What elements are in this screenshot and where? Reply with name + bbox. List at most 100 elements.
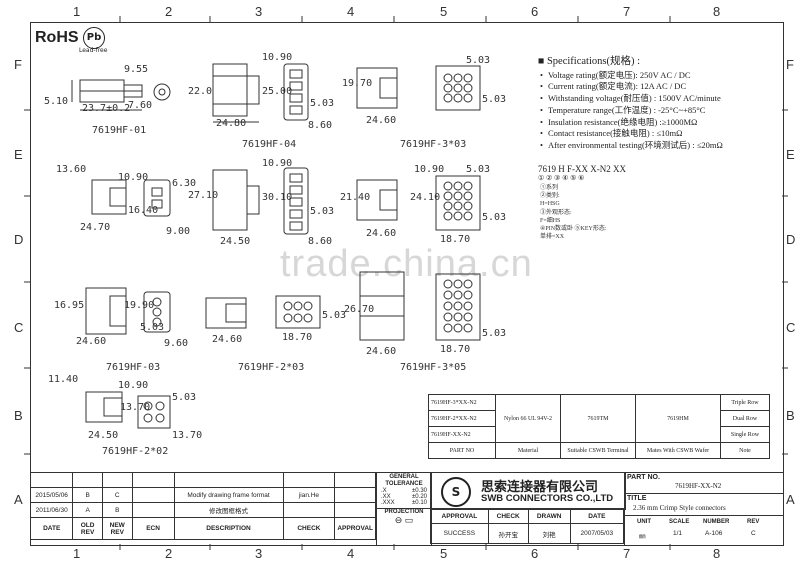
spec-item: After environmental testing(环境测试后) : ≤20… [540, 140, 778, 152]
tolerance-row: .XX±0.20 [377, 494, 431, 500]
rev-approval [334, 487, 376, 503]
table-row [29, 472, 376, 488]
pn-note: F=细HS [540, 217, 561, 224]
hf2x03-dim-2: 18.70 [282, 332, 313, 343]
title-value: 2.36 mm Crimp Style connectors [633, 504, 726, 512]
hf3x03-dim-3: 24.60 [366, 115, 397, 126]
hf3x05-name: 7619HF-3*05 [400, 362, 467, 373]
tolerance-title: GENERAL TOLERANCE [385, 474, 423, 487]
spec-item: Contact resistance(接触电阻) : ≤10mΩ [540, 128, 778, 140]
hf05-dim-6: 8.60 [308, 236, 333, 247]
tol-range: .X [381, 488, 387, 494]
hf02-dim-6: 9.00 [166, 226, 191, 237]
col-num-7-top: 7 [623, 4, 631, 19]
spec-item: Withstanding voltage(耐压值) : 1500V AC/min… [540, 93, 778, 105]
hf2x03-dim-1: 24.60 [212, 334, 243, 345]
pn-note: ③外观形态: [540, 209, 572, 216]
mat-header: Material [495, 442, 561, 459]
hf01-dim-2: 7.60 [128, 100, 153, 111]
check-value: 孙开宝 [487, 523, 529, 544]
rev-new: C [101, 487, 133, 503]
watermark: trade.china.cn [280, 243, 533, 285]
col-num-6-bottom: 6 [531, 546, 539, 561]
hf02-dim-1: 13.60 [56, 164, 87, 175]
hf01-dim-3: 23.7±0.2 [82, 103, 131, 114]
hf04-dim-1: 10.90 [262, 52, 293, 63]
approval-header: APPROVAL [430, 508, 489, 524]
col-num-3-bottom: 3 [255, 546, 263, 561]
check-header: CHECK [487, 508, 529, 524]
tolerance-block: GENERAL TOLERANCE .X±0.30 .XX±0.20 .XXX±… [376, 472, 432, 546]
pn-note: 单排=XX [540, 234, 565, 241]
rohs-badge: RoHS Pb Lead-free [33, 27, 111, 54]
spec-item: Insulation resistance(绝缘电阻) :≥1000MΩ [540, 117, 778, 129]
tol-range: .XX [381, 494, 391, 500]
hf2x02-name: 7619HF-2*02 [102, 446, 169, 457]
col-num-5-bottom: 5 [440, 546, 448, 561]
mat-terminal: 7619TM [560, 394, 636, 443]
rev-cell [334, 472, 376, 488]
rev-check: jian.He [282, 487, 336, 503]
hf3x03-dim-4: 5.03 [482, 94, 507, 105]
divider [625, 493, 783, 494]
hf2x02-dim-6: 13.70 [172, 430, 203, 441]
part-number-notes: ①系列 ②类别: H=HSG ③外观形态: F=细HS ④PIN数或卧 ⑤KEY… [540, 184, 607, 241]
spec-title: ■ Specifications(规格) : [538, 56, 640, 67]
rev-cell [101, 472, 133, 488]
unit-value: ㎜ [639, 533, 646, 540]
rev-date: 2011/06/30 [29, 502, 74, 518]
table-header-row: PART NO Material Suitable CSWB Terminal … [428, 442, 770, 459]
hf05-dim-5: 24.50 [220, 236, 251, 247]
hf03-dim-1: 16.95 [54, 300, 85, 311]
hf2x02-dim-2: 10.90 [118, 380, 149, 391]
hf02-dim-2: 10.90 [118, 172, 149, 183]
hf02-dim-3: 6.30 [172, 178, 197, 189]
col-num-2-top: 2 [165, 4, 173, 19]
table-row: 2011/06/30 A B 修改图框格式 [29, 502, 376, 518]
tol-value: ±0.10 [412, 500, 427, 506]
rev-header-ecn: ECN [131, 517, 175, 540]
mat-part: 7619HF-2*XX-N2 [428, 410, 496, 427]
mat-header: PART NO [428, 442, 496, 459]
col-num-6-top: 6 [531, 4, 539, 19]
rev-header-old: OLD REV [72, 517, 103, 540]
rev-header-desc: DESCRIPTION [173, 517, 284, 540]
company-block: S 思索连接器有限公司 SWB CONNECTORS CO.,LTD [430, 472, 626, 510]
table-row: 7619HF-3*XX-N2 Nylon 66 UL 94V-2 7619TM … [428, 394, 770, 443]
rev-ecn [131, 487, 175, 503]
hf2x03-name: 7619HF-2*03 [238, 362, 305, 373]
unit-label: UNIT [637, 519, 651, 525]
rev-header-new: NEW REV [101, 517, 133, 540]
company-logo-icon: S [441, 477, 471, 507]
hf05-dim-4: 5.03 [310, 206, 335, 217]
col-num-2-bottom: 2 [165, 546, 173, 561]
rev-cell [72, 472, 103, 488]
spec-list: Voltage rating(额定电压): 250V AC / DC Curre… [538, 70, 778, 152]
part-no-label: PART NO. [627, 474, 660, 481]
row-letter-e-right: E [786, 147, 795, 162]
row-letter-d-right: D [786, 232, 796, 247]
rev-cell [29, 472, 74, 488]
col-num-1-bottom: 1 [73, 546, 81, 561]
mat-header: Mates With CSWB Wafer [635, 442, 721, 459]
col-num-8-top: 8 [713, 4, 721, 19]
hf04-dim-3: 25.00 [262, 86, 293, 97]
hf03-dim-4: 5.03 [140, 322, 165, 333]
hf02-dim-4: 16.40 [128, 205, 159, 216]
hf03-dim-3: 24.60 [76, 336, 107, 347]
hf3x04-dim-2: 5.03 [466, 164, 491, 175]
projection-label: PROJECTION [377, 508, 431, 515]
hf01-name: 7619HF-01 [92, 125, 147, 136]
col-num-7-bottom: 7 [623, 546, 631, 561]
hf3x03-name: 7619HF-3*03 [400, 139, 467, 150]
mat-wafer: 7619HM [635, 394, 721, 443]
row-letter-b-right: B [786, 408, 795, 423]
pn-note: ②类别: [540, 193, 560, 200]
approval-value: SUCCESS [430, 523, 489, 544]
hf2x02-dim-4: 5.03 [172, 392, 197, 403]
hf04-name: 7619HF-04 [242, 139, 297, 150]
row-letter-a-right: A [786, 492, 795, 507]
hf03-name: 7619HF-03 [106, 362, 161, 373]
hf05-dim-3: 30.10 [262, 192, 293, 203]
mat-material: Nylon 66 UL 94V-2 [495, 394, 561, 443]
